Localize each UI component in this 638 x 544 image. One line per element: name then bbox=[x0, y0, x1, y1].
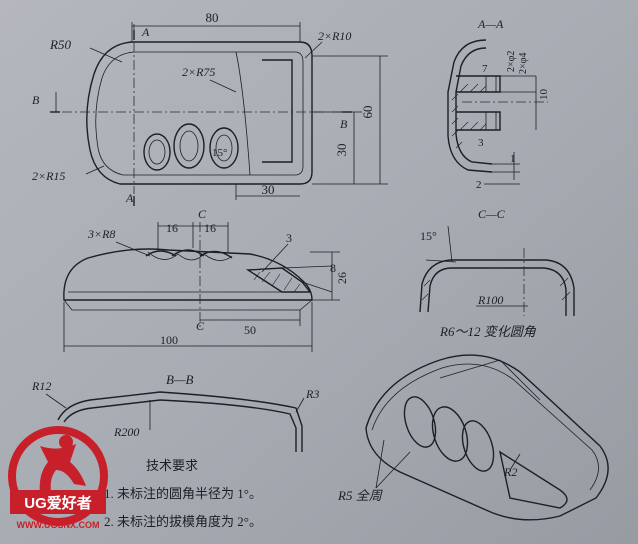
technical-requirements: 技术要求 1. 未标注的圆角半径为 1°。 2. 未标注的拔模角度为 2°。 bbox=[104, 458, 262, 529]
dim-80: 80 bbox=[206, 10, 219, 25]
iso-view: R2 R5 全周 bbox=[337, 354, 609, 521]
dim-3: 3 bbox=[478, 137, 484, 149]
iso-hole-3 bbox=[461, 420, 495, 472]
section-a-bottom: A bbox=[125, 191, 134, 205]
front-view-pocket-3 bbox=[199, 250, 233, 259]
dim-7: 7 bbox=[482, 63, 488, 75]
section-cc-title: C—C bbox=[478, 207, 506, 221]
label-r5-all-around: R5 全周 bbox=[337, 488, 384, 503]
dim-2xphi4: 2×φ4 bbox=[518, 53, 529, 74]
top-hole-2-inner bbox=[179, 130, 199, 162]
top-view: 80 60 30 30 R50 2×R10 2×R75 2×R15 15° A … bbox=[32, 10, 388, 206]
top-view-r75-curve bbox=[235, 51, 251, 176]
section-bb: B—B R12 R3 R200 bbox=[31, 372, 319, 452]
top-hole-1-inner bbox=[148, 139, 166, 165]
dim-16a: 16 bbox=[166, 221, 178, 235]
requirements-item-2: 2. 未标注的拔模角度为 2°。 bbox=[104, 514, 262, 529]
iso-tab bbox=[498, 450, 568, 509]
dim-10: 10 bbox=[538, 89, 550, 101]
section-bb-title: B—B bbox=[166, 372, 194, 387]
front-view-pocket-2 bbox=[171, 249, 205, 257]
section-cc: C—C 15° R100 R6～12 变化圆角 bbox=[419, 207, 575, 339]
label-3xr8: 3×R8 bbox=[87, 227, 115, 241]
dim-2: 2 bbox=[476, 179, 482, 191]
section-aa-boss-top bbox=[456, 75, 501, 93]
dim-30-vertical: 30 bbox=[334, 144, 349, 157]
label-r200: R200 bbox=[113, 425, 139, 439]
top-hole-3-inner bbox=[215, 134, 233, 162]
section-c-top: C bbox=[198, 207, 207, 221]
top-view-outline bbox=[86, 41, 313, 185]
section-aa-profile-inner bbox=[455, 47, 493, 165]
label-r100: R100 bbox=[477, 293, 503, 307]
label-r3: R3 bbox=[305, 387, 319, 401]
section-b-left: B bbox=[32, 93, 40, 107]
label-2xr75: 2×R75 bbox=[182, 65, 215, 79]
section-bb-profile bbox=[57, 391, 303, 452]
section-a-top: A bbox=[141, 25, 150, 39]
iso-hole-2 bbox=[431, 406, 469, 462]
section-cc-profile bbox=[419, 259, 575, 316]
dim-60: 60 bbox=[360, 106, 375, 119]
dim-3-front: 3 bbox=[286, 231, 292, 245]
section-aa-title: A—A bbox=[477, 17, 504, 31]
section-c-bottom: C bbox=[196, 319, 205, 333]
top-view-slot bbox=[262, 59, 293, 163]
dim-2xphi2: 2×φ2 bbox=[506, 51, 517, 72]
top-hole-3 bbox=[209, 127, 239, 169]
watermark-logo: UG爱好者 WWW.UGSNX.COM bbox=[8, 426, 108, 530]
top-hole-2 bbox=[173, 123, 205, 169]
dim-16b: 16 bbox=[204, 221, 216, 235]
dim-1: 1 bbox=[510, 153, 516, 165]
section-aa-profile bbox=[447, 39, 493, 173]
front-view: 16 16 C C 3×R8 3 8 26 50 100 bbox=[63, 207, 349, 352]
dim-8: 8 bbox=[330, 261, 336, 275]
front-view-outline bbox=[63, 248, 313, 301]
section-aa: A—A 7 2×φ2 2×φ4 10 3 1 2 bbox=[447, 17, 550, 191]
label-angle-15: 15° bbox=[212, 147, 227, 159]
section-aa-boss-bottom bbox=[456, 111, 501, 131]
watermark-url: WWW.UGSNX.COM bbox=[17, 520, 100, 530]
requirements-title: 技术要求 bbox=[146, 458, 198, 473]
label-2xr15: 2×R15 bbox=[32, 169, 65, 183]
top-hole-1 bbox=[143, 133, 171, 171]
requirements-item-1: 1. 未标注的圆角半径为 1°。 bbox=[104, 486, 262, 501]
top-view-inner-outline bbox=[95, 51, 304, 176]
dim-50: 50 bbox=[244, 323, 256, 337]
label-2xr10: 2×R10 bbox=[318, 29, 351, 43]
label-r50: R50 bbox=[49, 37, 71, 52]
iso-body bbox=[365, 354, 609, 521]
dim-30-horizontal: 30 bbox=[262, 182, 275, 197]
front-view-tab bbox=[245, 267, 312, 293]
watermark-brand: UG爱好者 bbox=[24, 494, 92, 512]
label-15-cc: 15° bbox=[420, 229, 437, 243]
dim-26: 26 bbox=[335, 272, 349, 284]
label-r2: R2 bbox=[503, 465, 517, 479]
note-r6-12: R6～12 变化圆角 bbox=[439, 324, 537, 339]
section-b-right: B bbox=[340, 117, 348, 131]
dim-100: 100 bbox=[160, 333, 178, 347]
label-r12: R12 bbox=[31, 379, 51, 393]
